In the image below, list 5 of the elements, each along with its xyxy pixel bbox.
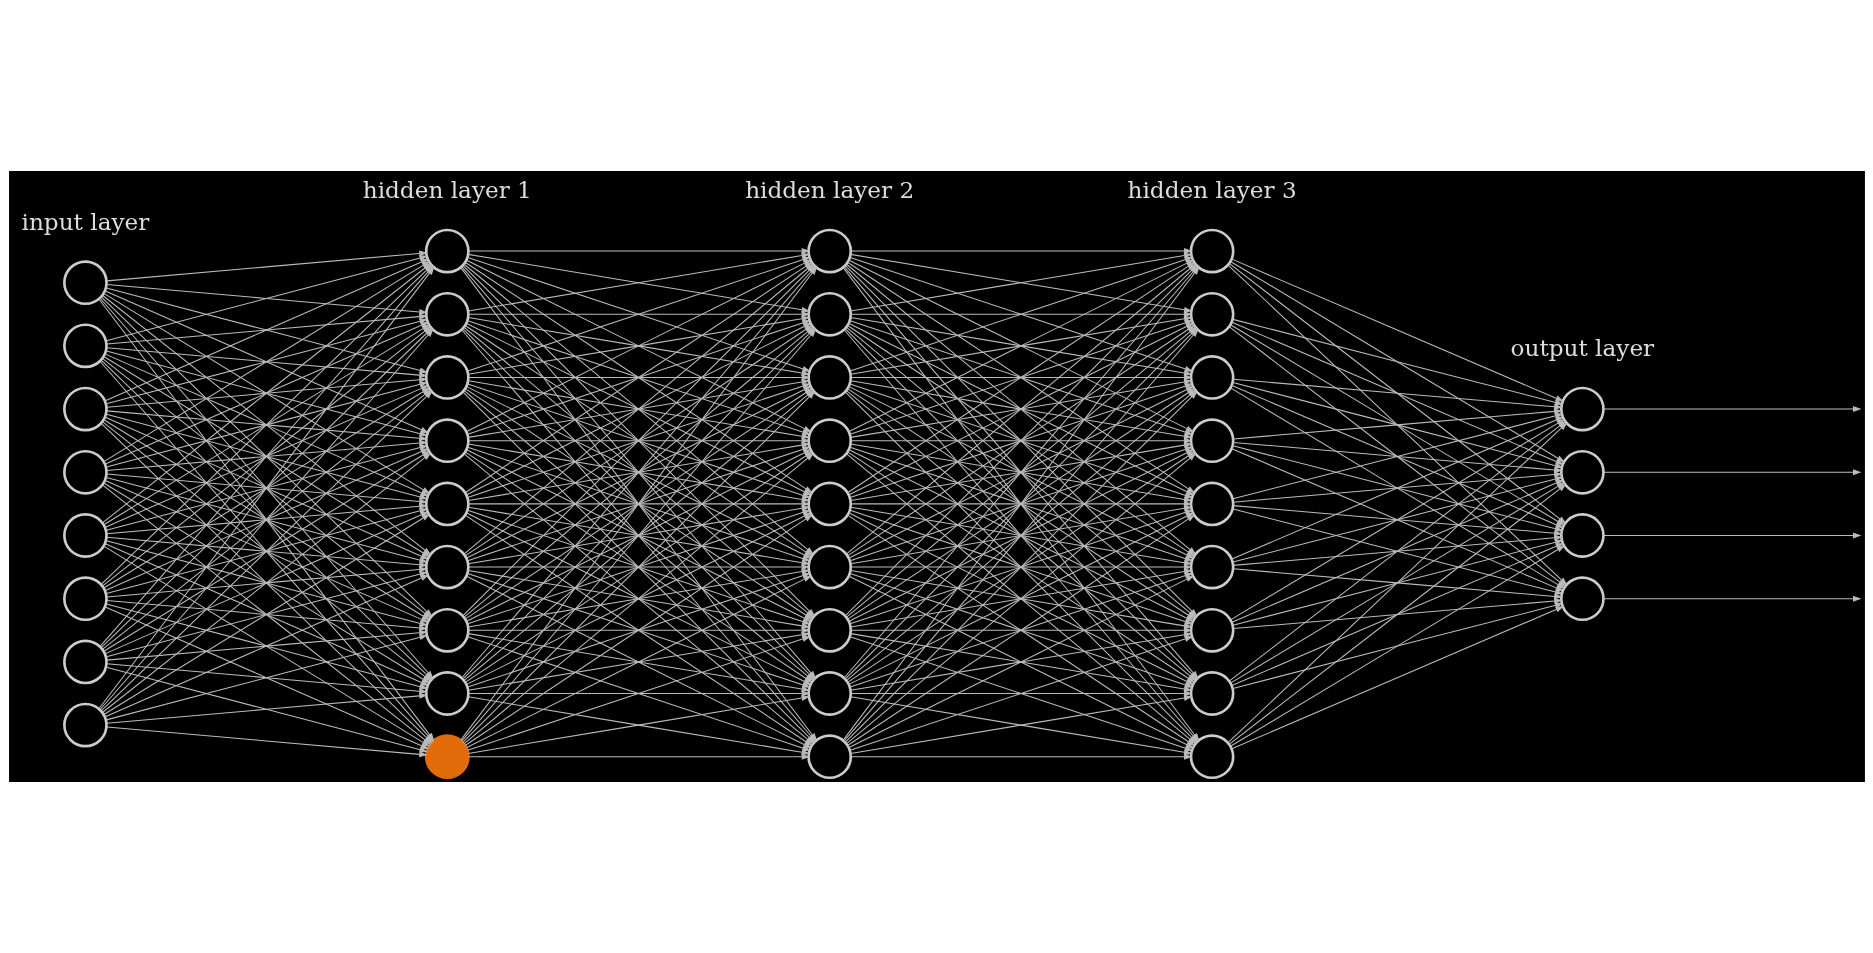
label: output layer — [1510, 333, 1654, 361]
label: input layer — [21, 207, 149, 235]
label: hidden layer 3 — [1127, 175, 1297, 203]
label: hidden layer 2 — [744, 175, 914, 203]
label: hidden layer 1 — [362, 175, 532, 203]
